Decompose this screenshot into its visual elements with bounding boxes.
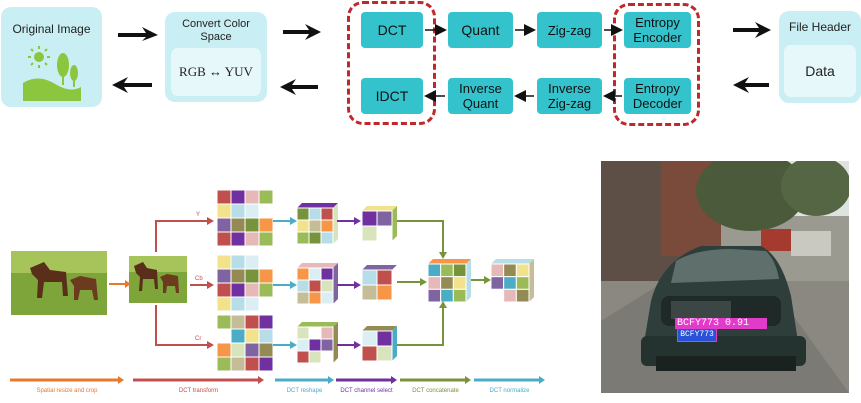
zigzag-block: Zig-zag <box>537 12 602 48</box>
convert-color-box: Convert Color Space RGB ↔ YUV <box>165 12 267 102</box>
arrow-from-idct <box>280 79 318 95</box>
entropy-highlight-frame <box>613 3 700 126</box>
original-image-label: Original Image <box>12 22 91 36</box>
reshape-cube-cb <box>296 263 338 305</box>
stage-label-0: Spatial resize and crop <box>36 388 98 394</box>
arrow-to-file <box>733 22 771 38</box>
dct-grid-y <box>216 189 274 247</box>
stage-label-4: DCT concatenate <box>412 388 459 394</box>
select-cube-y <box>361 206 397 242</box>
channel-cb-label: Cb <box>195 276 203 282</box>
channel-y-label: Y <box>196 212 200 218</box>
convert-color-title: Convert Color Space <box>182 18 250 43</box>
concat-cube <box>427 259 471 303</box>
horse-photo-original <box>11 251 107 315</box>
inverse-zigzag-block: Inverse Zig-zag <box>537 78 602 114</box>
quant-block: Quant <box>448 12 513 48</box>
arrow-to-original <box>112 77 152 93</box>
data-inner <box>784 45 856 97</box>
pipeline-arrows <box>112 22 771 102</box>
arrow-from-file <box>733 77 769 93</box>
arrow-to-dct <box>283 24 321 40</box>
dct-highlight-frame <box>347 1 436 125</box>
horse-photo-cropped <box>129 256 187 303</box>
entropy-decoder-block: Entropy Decoder <box>624 78 691 114</box>
inverse-quant-block: Inverse Quant <box>448 78 513 114</box>
file-header-box: File Header Data <box>779 11 861 103</box>
dct-grid-cr <box>216 314 274 372</box>
original-image-box: Original Image <box>1 7 102 107</box>
dct-grid-cb <box>216 254 274 312</box>
arrow-to-convert <box>118 27 158 41</box>
normalize-cube <box>490 259 534 303</box>
stage-label-2: DCT reshape <box>287 388 323 394</box>
select-cube-cb <box>361 265 397 301</box>
idct-block: IDCT <box>361 78 423 114</box>
select-cube-cr <box>361 326 397 362</box>
rgb-yuv-formula: RGB ↔ YUV <box>179 64 253 79</box>
stage-label-1: DCT transform <box>179 388 218 394</box>
stage-label-3: DCT channel select <box>340 388 393 394</box>
file-header-label: File Header <box>788 20 852 34</box>
reshape-cube-cr <box>296 322 338 364</box>
entropy-encoder-block: Entropy Encoder <box>624 12 691 48</box>
dct-block: DCT <box>361 12 423 48</box>
plate-detection-label: BCFY773 0.91 <box>675 318 767 329</box>
car-photo: BCFY773 0.91 BCFY773 <box>601 161 849 393</box>
landscape-icon <box>19 43 83 101</box>
reshape-cube-y <box>296 203 338 245</box>
dct-flow-diagram: Y Cb Cr Spatial resize and crop DCT trans… <box>10 189 545 394</box>
channel-cr-label: Cr <box>195 336 201 342</box>
convert-color-inner <box>171 48 261 96</box>
stage-label-5: DCT normalize <box>490 388 531 394</box>
license-plate: BCFY773 <box>677 328 717 342</box>
data-label: Data <box>805 63 835 79</box>
